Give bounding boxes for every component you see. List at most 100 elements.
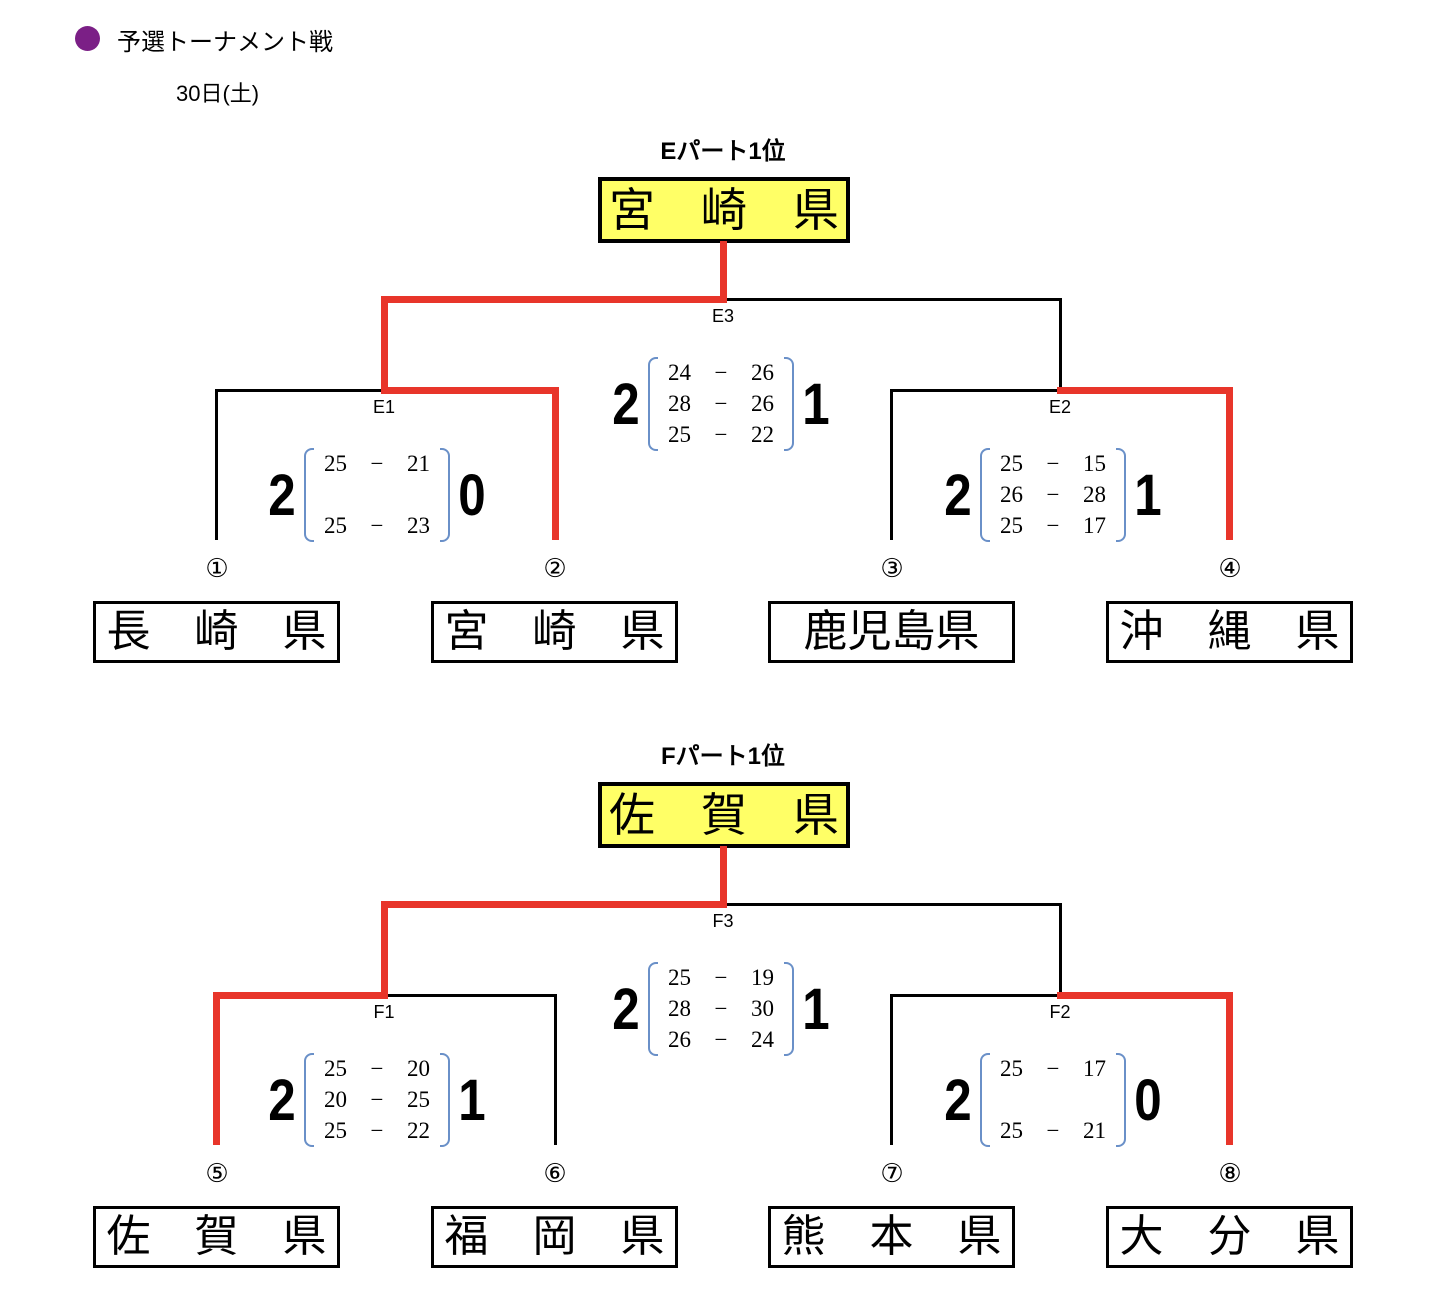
- brace-right: [1116, 1053, 1126, 1147]
- set-dash: −: [370, 513, 384, 538]
- set-dash: −: [1046, 1056, 1060, 1081]
- set-score-right: 17: [1082, 513, 1106, 538]
- match-label: E3: [711, 306, 735, 326]
- team-box: 佐 賀 県: [93, 1206, 340, 1268]
- set-score-right: 26: [750, 360, 774, 385]
- set-row: 25−22: [314, 1116, 440, 1146]
- seed-number: ⑤: [205, 1158, 229, 1188]
- date-label: 30日(土): [176, 81, 260, 106]
- brace-right: [440, 448, 450, 542]
- winner-path-line: [1056, 386, 1233, 394]
- team-box: 長 崎 県: [93, 601, 340, 663]
- set-scores: 25−21 25−23: [314, 449, 440, 541]
- sets-won-left: 2: [612, 371, 640, 437]
- set-dash: −: [370, 451, 384, 476]
- set-row: 25−20: [314, 1054, 440, 1084]
- set-score-right: 30: [750, 996, 774, 1021]
- bracket-line: [889, 388, 1062, 392]
- set-row: 25−23: [314, 511, 440, 541]
- set-score-left: 25: [1000, 1056, 1023, 1081]
- bracket-line: [889, 390, 893, 540]
- set-score-left: 25: [324, 1118, 347, 1143]
- set-dash: −: [714, 1027, 728, 1052]
- set-score-right: 19: [750, 965, 774, 990]
- set-row: 28−30: [658, 994, 784, 1024]
- winner-path-line: [719, 846, 727, 904]
- bracket-line: [382, 993, 557, 997]
- set-score-right: 22: [750, 422, 774, 447]
- set-score-left: 28: [668, 391, 691, 416]
- set-row: 25−17: [990, 1054, 1116, 1084]
- champion-box: 佐 賀 県: [598, 782, 850, 848]
- brace-left: [980, 448, 990, 542]
- brace-right: [440, 1053, 450, 1147]
- set-row: 20−25: [314, 1085, 440, 1115]
- winner-path-line: [380, 299, 388, 390]
- set-dash: −: [1046, 482, 1060, 507]
- set-row: 28−26: [658, 389, 784, 419]
- brace-left: [980, 1053, 990, 1147]
- match-label: F1: [373, 1002, 395, 1022]
- set-dash: −: [370, 1087, 384, 1112]
- bracket-line: [1058, 904, 1062, 995]
- bracket-line: [721, 297, 1062, 301]
- brace-left: [304, 448, 314, 542]
- set-score-right: 17: [1082, 1056, 1106, 1081]
- set-dash: −: [1046, 451, 1060, 476]
- set-score-left: 26: [668, 1027, 691, 1052]
- winner-path-line: [380, 900, 727, 908]
- winner-path-line: [212, 991, 388, 999]
- brace-right: [784, 357, 794, 451]
- winner-path-line: [1225, 995, 1233, 1145]
- winner-path-line: [380, 386, 559, 394]
- set-score-left: 25: [1000, 1118, 1023, 1143]
- set-dash: −: [714, 422, 728, 447]
- match-label: F3: [712, 911, 734, 931]
- set-score-right: 28: [1082, 482, 1106, 507]
- match-label: F2: [1049, 1002, 1071, 1022]
- set-dash: −: [370, 1056, 384, 1081]
- brace-left: [304, 1053, 314, 1147]
- set-score-left: 25: [668, 965, 691, 990]
- set-score-left: 25: [324, 1056, 347, 1081]
- set-row: 25−17: [990, 511, 1116, 541]
- sets-won-right: 0: [1134, 1067, 1162, 1133]
- brace-right: [784, 962, 794, 1056]
- set-score-left: 20: [324, 1087, 347, 1112]
- set-row: 25−21: [314, 449, 440, 479]
- set-score-right: 26: [750, 391, 774, 416]
- set-score-right: 25: [406, 1087, 430, 1112]
- set-dash: −: [1046, 1118, 1060, 1143]
- bullet-icon: [75, 26, 100, 51]
- set-score-right: 21: [406, 451, 430, 476]
- seed-number: ③: [880, 553, 904, 583]
- seed-number: ⑧: [1218, 1158, 1242, 1188]
- bracket-line: [721, 902, 1062, 906]
- sets-won-left: 2: [944, 1067, 972, 1133]
- bracket-line: [1058, 299, 1062, 390]
- bracket-line: [214, 390, 218, 540]
- match-label: E2: [1048, 397, 1072, 417]
- set-row: 26−28: [990, 480, 1116, 510]
- seed-number: ④: [1218, 553, 1242, 583]
- team-box: 宮 崎 県: [431, 601, 678, 663]
- set-row: 25−22: [658, 420, 784, 450]
- set-score-right: 24: [750, 1027, 774, 1052]
- set-score-left: 28: [668, 996, 691, 1021]
- set-score-right: 15: [1082, 451, 1106, 476]
- champion-box: 宮 崎 県: [598, 177, 850, 243]
- team-box: 大 分 県: [1106, 1206, 1353, 1268]
- set-dash: −: [370, 1118, 384, 1143]
- team-box: 鹿児島県: [768, 601, 1015, 663]
- bracket-line: [553, 995, 557, 1145]
- set-score-left: 25: [668, 422, 691, 447]
- sets-won-right: 1: [802, 976, 830, 1042]
- set-score-left: 26: [1000, 482, 1023, 507]
